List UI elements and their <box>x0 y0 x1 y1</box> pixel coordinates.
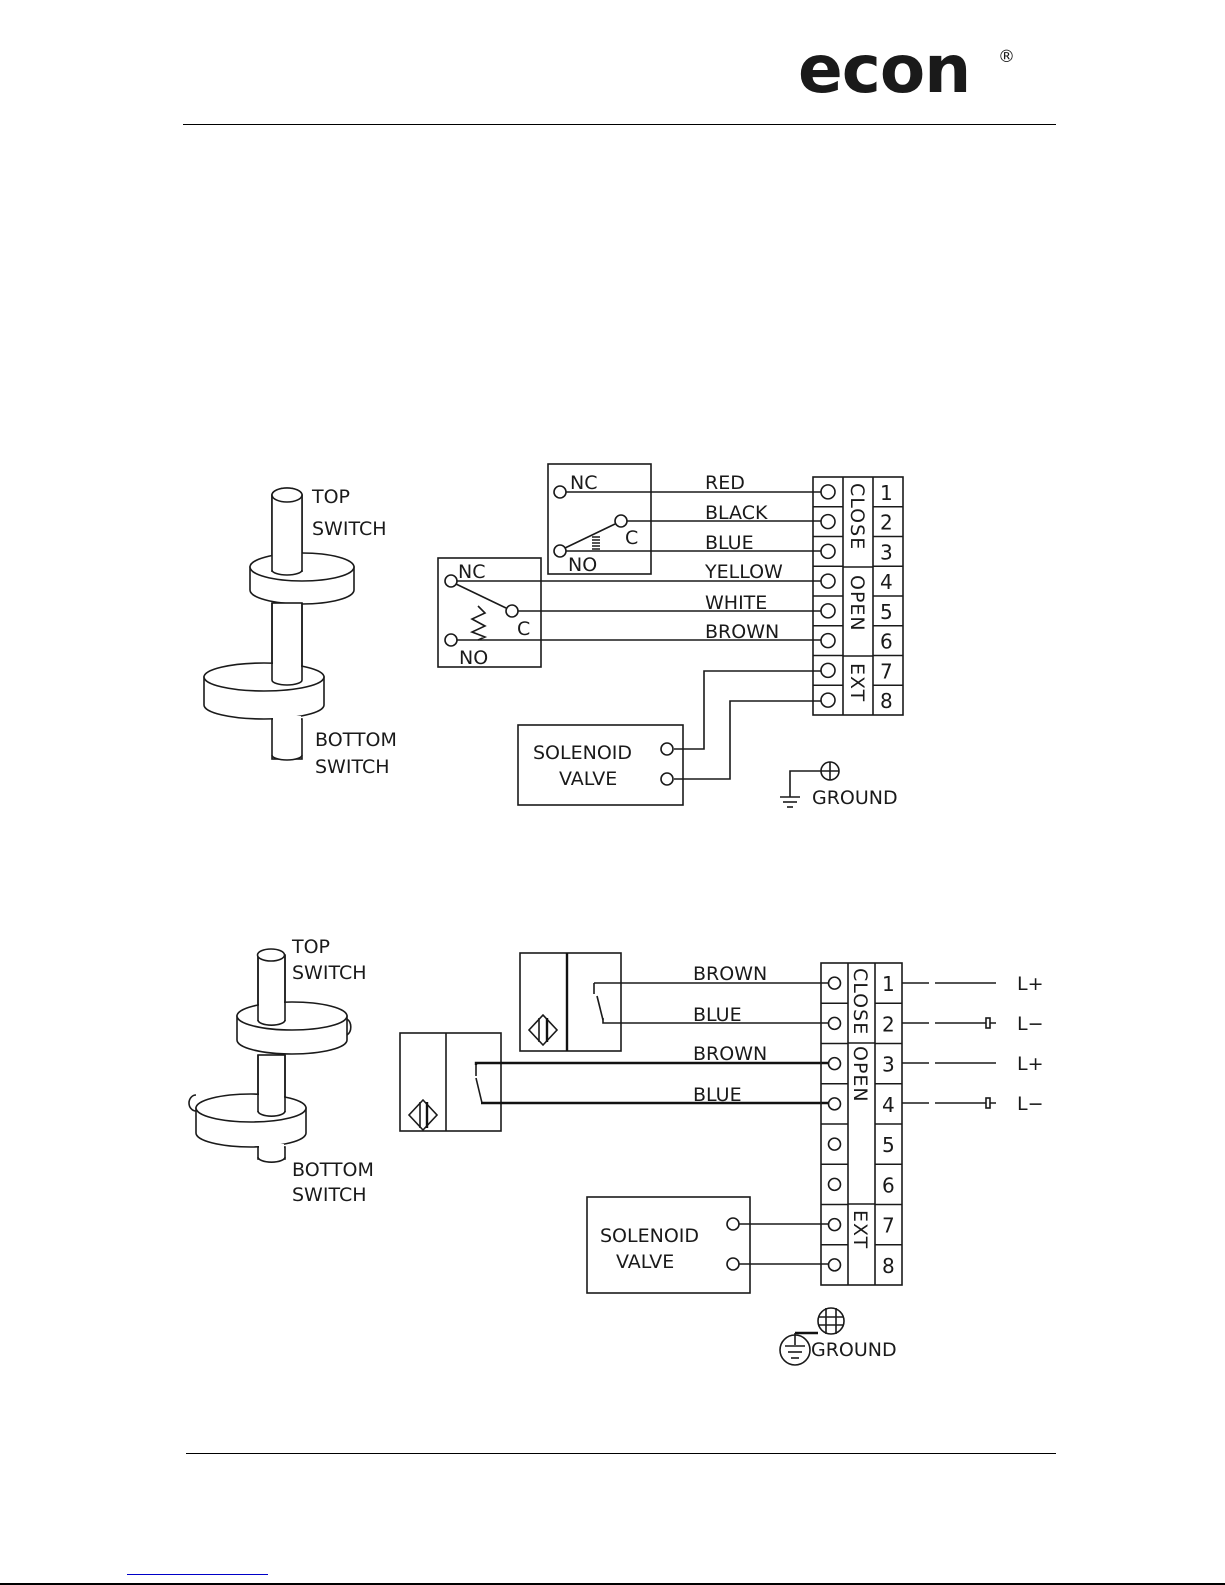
terminal-number-3: 3 <box>880 540 893 564</box>
actuator-shaft-1 <box>203 487 355 761</box>
terminal-number-7: 7 <box>880 659 893 683</box>
terminal-screw-4 <box>820 573 836 589</box>
terminal-block-2 <box>820 962 903 1286</box>
ground-label-1: GROUND <box>812 787 898 809</box>
terminal-number-5: 5 <box>882 1133 895 1157</box>
solenoid-label-1a: SOLENOID <box>533 742 632 764</box>
terminal-screw-5 <box>820 603 836 619</box>
terminal-screw-1 <box>827 976 842 990</box>
terminal-number-6: 6 <box>882 1173 895 1197</box>
diagram-2: TOP SWITCH BOTTOM SWITCH <box>188 936 1044 1366</box>
diode-icon <box>985 1097 991 1109</box>
terminal-screw-8 <box>820 692 836 708</box>
inductive-sensor-icon <box>407 1098 439 1132</box>
terminal-group-ext-2: EXT <box>849 1210 871 1249</box>
open-microswitch: NC C NO <box>437 557 542 669</box>
top-switch-label-2: SWITCH <box>312 518 387 540</box>
solenoid-valve-1 <box>517 724 684 806</box>
bottom-switch-label-2b: SWITCH <box>292 1184 367 1206</box>
diode-icon <box>985 1017 991 1029</box>
terminal-screw-7 <box>820 662 836 679</box>
terminal-number-4: 4 <box>880 570 893 594</box>
terminal-number-3: 3 <box>882 1053 895 1077</box>
close-switch-nc-label: NC <box>570 472 597 494</box>
open-switch-c-label: C <box>517 618 530 640</box>
terminal-group-ext-1: EXT <box>846 663 868 702</box>
supply-label-1: L+ <box>1017 973 1044 995</box>
open-proximity-sensor <box>399 1032 828 1132</box>
terminal-screw-3 <box>820 543 836 560</box>
wire-label-brown-open: BROWN <box>693 1043 767 1065</box>
logo-text: econ <box>798 40 970 98</box>
terminal-screw-6 <box>827 1177 842 1192</box>
terminal-number-4: 4 <box>882 1093 895 1117</box>
terminal-screw-7 <box>827 1217 842 1232</box>
inductive-sensor-icon <box>527 1013 559 1047</box>
solenoid-label-2a: SOLENOID <box>600 1225 699 1247</box>
wires-1 <box>457 491 822 780</box>
footer-link-underline[interactable] <box>127 1574 268 1575</box>
ground-icon-2 <box>779 1307 845 1366</box>
terminal-screw-2 <box>820 513 836 530</box>
supply-label-4: L− <box>1017 1093 1044 1115</box>
solenoid-label-1b: VALVE <box>559 768 617 790</box>
bottom-switch-label-2a: BOTTOM <box>292 1159 374 1181</box>
terminal-screw-3 <box>827 1056 842 1071</box>
terminal-screw-1 <box>820 484 836 500</box>
terminal-number-1: 1 <box>882 972 895 996</box>
close-microswitch: NC C NO <box>547 463 652 576</box>
close-proximity-sensor <box>519 952 828 1052</box>
econ-logo: econ ® <box>798 40 1015 98</box>
wire-label-blue: BLUE <box>705 532 754 554</box>
terminal-group-close-1: CLOSE <box>846 483 868 550</box>
top-switch-label-1: TOP <box>311 486 350 508</box>
logo-registered-mark: ® <box>998 47 1015 67</box>
terminal-number-6: 6 <box>880 630 893 654</box>
terminal-group-open-1: OPEN <box>846 575 868 632</box>
terminal-number-2: 2 <box>880 511 893 535</box>
terminal-screw-4 <box>827 1097 842 1111</box>
wire-label-brown: BROWN <box>705 621 779 643</box>
supply-label-2: L− <box>1017 1013 1044 1035</box>
terminal-group-open-2: OPEN <box>849 1046 871 1103</box>
header-divider <box>183 124 1056 125</box>
terminal-group-close-2: CLOSE <box>849 968 871 1035</box>
wire-label-white: WHITE <box>705 592 767 614</box>
page-bottom-border <box>0 1583 1225 1585</box>
diagram-1: TOP SWITCH BOTTOM SWITCH NC C NO NC C NO <box>203 463 904 809</box>
wire-label-black: BLACK <box>705 502 768 524</box>
solenoid-valve-2 <box>586 1196 828 1294</box>
wire-label-brown-close: BROWN <box>693 963 767 985</box>
wire-label-blue-open: BLUE <box>693 1084 742 1106</box>
open-switch-nc-label: NC <box>458 561 485 583</box>
terminal-number-5: 5 <box>880 600 893 624</box>
supply-lines <box>902 982 996 1109</box>
terminal-number-8: 8 <box>882 1254 895 1278</box>
terminal-screw-2 <box>827 1016 842 1031</box>
wire-label-blue-close: BLUE <box>693 1004 742 1026</box>
terminal-block-1 <box>812 476 904 716</box>
close-switch-c-label: C <box>625 527 638 549</box>
wire-label-red: RED <box>705 472 745 494</box>
terminal-screw-6 <box>820 632 836 649</box>
ground-label-2: GROUND <box>811 1339 897 1361</box>
supply-label-3: L+ <box>1017 1053 1044 1075</box>
bottom-switch-label-2: SWITCH <box>315 756 390 778</box>
footer-divider <box>186 1453 1056 1454</box>
terminal-number-7: 7 <box>882 1214 895 1238</box>
terminal-screw-5 <box>827 1137 842 1151</box>
terminal-screw-8 <box>827 1258 842 1272</box>
top-switch-label-2a: TOP <box>291 936 330 958</box>
terminal-number-8: 8 <box>880 689 893 713</box>
ground-icon-1 <box>780 761 840 808</box>
solenoid-label-2b: VALVE <box>616 1251 674 1273</box>
actuator-shaft-2 <box>188 948 352 1163</box>
terminal-number-1: 1 <box>880 481 893 505</box>
bottom-switch-label-1: BOTTOM <box>315 729 397 751</box>
open-switch-no-label: NO <box>459 647 488 669</box>
wire-label-yellow: YELLOW <box>704 561 783 583</box>
top-switch-label-2b: SWITCH <box>292 962 367 984</box>
close-switch-no-label: NO <box>568 554 597 576</box>
terminal-number-2: 2 <box>882 1012 895 1036</box>
